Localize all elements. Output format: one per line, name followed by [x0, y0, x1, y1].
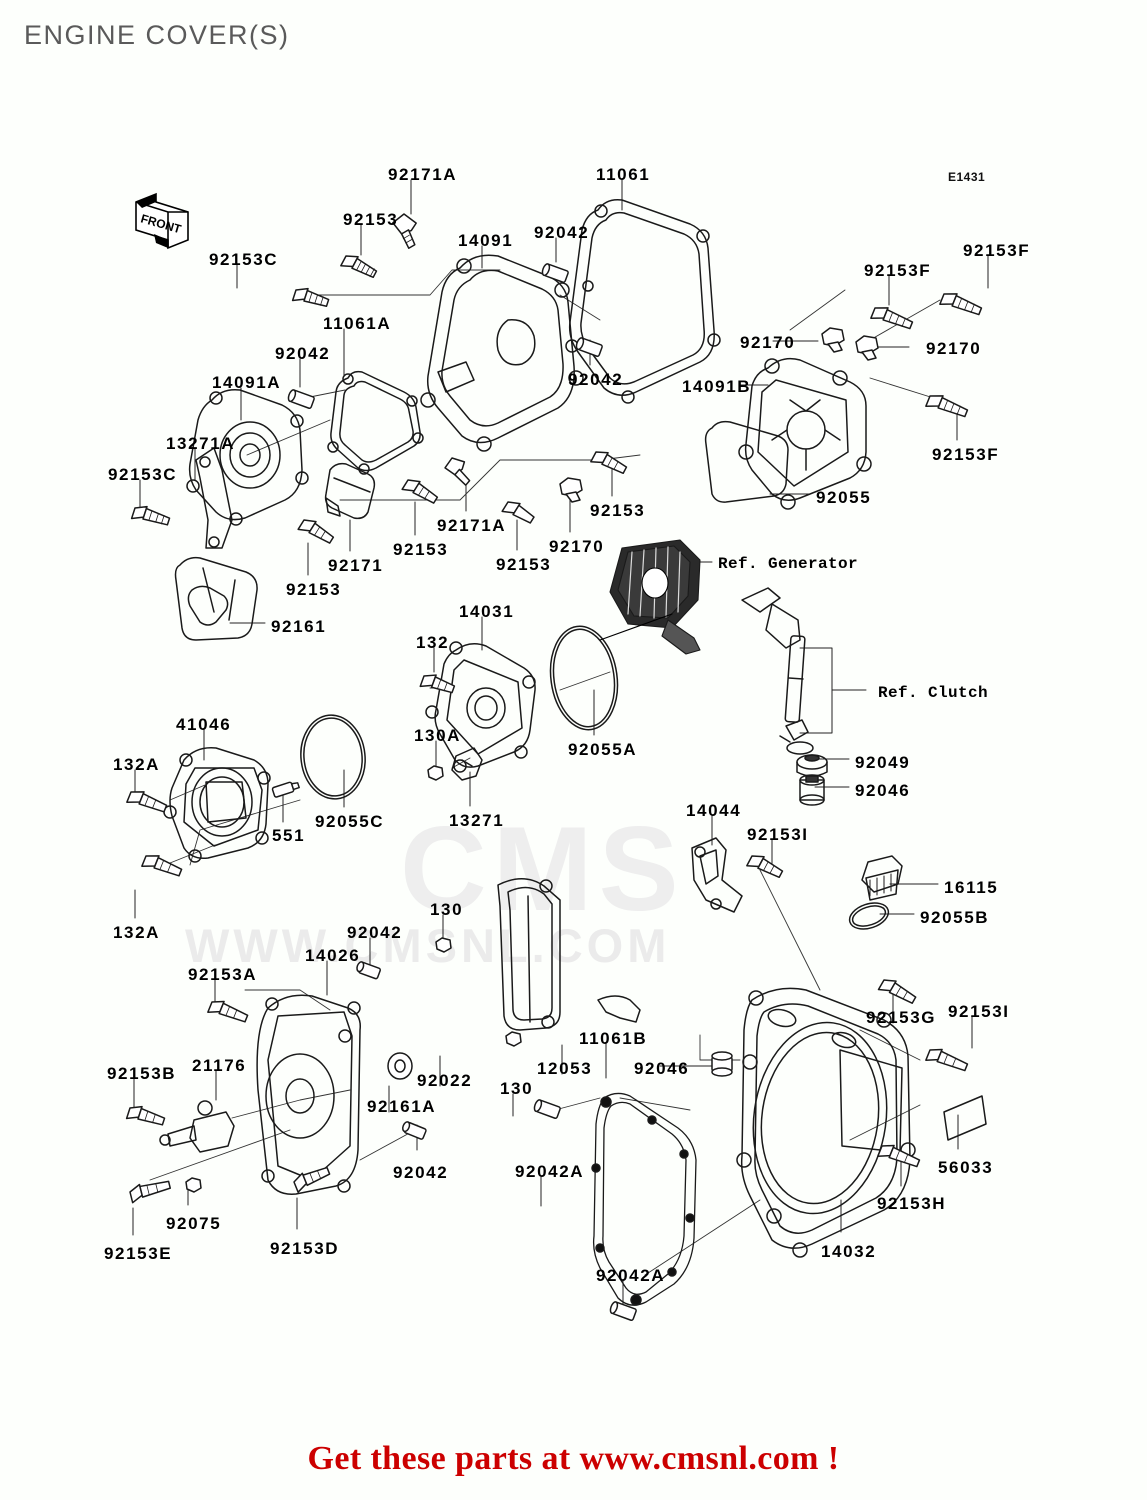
reference-link-label[interactable]: Ref. Generator — [718, 555, 859, 573]
part-number-callout[interactable]: 92042 — [568, 370, 624, 389]
footer-cta: Get these parts at www.cmsnl.com ! — [307, 1440, 840, 1477]
part-number-callout[interactable]: 132A — [113, 923, 161, 942]
part-number-callout[interactable]: 92153I — [948, 1002, 1010, 1021]
part-number-callout[interactable]: 92161 — [271, 617, 327, 636]
part-number-callout[interactable]: 92042 — [534, 223, 590, 242]
part-number-callout[interactable]: 92170 — [926, 339, 982, 358]
part-number-callout[interactable]: 21176 — [192, 1056, 247, 1075]
part-number-callout[interactable]: 92153 — [286, 580, 342, 599]
part-number-callout[interactable]: 92171A — [437, 516, 507, 535]
part-number-callout[interactable]: 92042 — [275, 344, 331, 363]
part-number-callout[interactable]: 92046 — [634, 1059, 690, 1078]
part-number-callout[interactable]: 14091B — [682, 377, 752, 396]
part-number-callout[interactable]: 92055 — [816, 488, 872, 507]
part-number-callout[interactable]: 92153H — [877, 1194, 947, 1213]
part-number-callout[interactable]: 13271A — [166, 434, 236, 453]
part-number-callout[interactable]: 14044 — [686, 801, 742, 820]
part-number-callout[interactable]: 14032 — [821, 1242, 877, 1261]
part-number-callout[interactable]: 130 — [430, 900, 464, 919]
part-number-callout[interactable]: 92171A — [388, 165, 458, 184]
part-number-callout[interactable]: 92153B — [107, 1064, 177, 1083]
part-number-callout[interactable]: 12053 — [537, 1059, 593, 1078]
part-number-callout[interactable]: 92161A — [367, 1097, 437, 1116]
part-number-callout[interactable]: 92171 — [328, 556, 384, 575]
part-number-callout[interactable]: 92153G — [866, 1008, 937, 1027]
part-number-callout[interactable]: 92153F — [932, 445, 1000, 464]
part-number-callout[interactable]: 92153D — [270, 1239, 340, 1258]
part-number-callout[interactable]: 92075 — [166, 1214, 222, 1233]
part-number-callout[interactable]: 92153F — [963, 241, 1031, 260]
part-number-callout[interactable]: 130A — [414, 726, 462, 745]
part-number-callout[interactable]: 92153C — [209, 250, 279, 269]
part-number-callout[interactable]: 92042 — [393, 1163, 449, 1182]
part-number-callout[interactable]: 130 — [500, 1079, 534, 1098]
page-title: ENGINE COVER(S) — [24, 20, 290, 50]
part-number-callout[interactable]: 92153C — [108, 465, 178, 484]
part-number-callout[interactable]: 132 — [416, 633, 450, 652]
part-number-callout[interactable]: 92153E — [104, 1244, 173, 1263]
part-number-callout[interactable]: 132A — [113, 755, 161, 774]
part-number-callout[interactable]: 92042A — [596, 1266, 666, 1285]
part-number-callout[interactable]: 92042 — [347, 923, 403, 942]
part-number-callout[interactable]: 92170 — [740, 333, 796, 352]
part-number-callout[interactable]: 92170 — [549, 537, 605, 556]
part-number-callout[interactable]: 92153 — [590, 501, 646, 520]
part-number-callout[interactable]: 41046 — [176, 715, 232, 734]
part-number-callout[interactable]: 92153 — [393, 540, 449, 559]
part-number-callout[interactable]: 92153F — [864, 261, 932, 280]
part-number-callout[interactable]: 56033 — [938, 1158, 994, 1177]
part-number-callout[interactable]: 92042A — [515, 1162, 585, 1181]
part-number-callout[interactable]: 92046 — [855, 781, 911, 800]
figure-code: E1431 — [948, 170, 986, 184]
part-number-callout[interactable]: 11061A — [323, 314, 392, 333]
part-number-callout[interactable]: 92153A — [188, 965, 258, 984]
part-number-callout[interactable]: 92022 — [417, 1071, 473, 1090]
part-number-callout[interactable]: 92153 — [343, 210, 399, 229]
front-direction-marker: FRONT — [122, 188, 202, 258]
part-number-callout[interactable]: 14091A — [212, 373, 282, 392]
part-number-callout[interactable]: 92153 — [496, 555, 552, 574]
part-number-callout[interactable]: 92153I — [747, 825, 809, 844]
part-number-callout[interactable]: 14026 — [305, 946, 361, 965]
part-number-callout[interactable]: 14091 — [458, 231, 514, 250]
part-number-callout[interactable]: 11061 — [596, 165, 651, 184]
part-number-callout[interactable]: 14031 — [459, 602, 515, 621]
part-number-callout[interactable]: 11061B — [579, 1029, 648, 1048]
part-number-callout[interactable]: 92055B — [920, 908, 990, 927]
part-number-callout[interactable]: 92049 — [855, 753, 911, 772]
part-number-callout[interactable]: 92055C — [315, 812, 385, 831]
part-number-callout[interactable]: 551 — [272, 826, 306, 845]
reference-link-label[interactable]: Ref. Clutch — [878, 684, 989, 702]
part-number-callout[interactable]: 16115 — [944, 878, 999, 897]
part-number-callout[interactable]: 92055A — [568, 740, 638, 759]
part-number-callout[interactable]: 13271 — [449, 811, 505, 830]
